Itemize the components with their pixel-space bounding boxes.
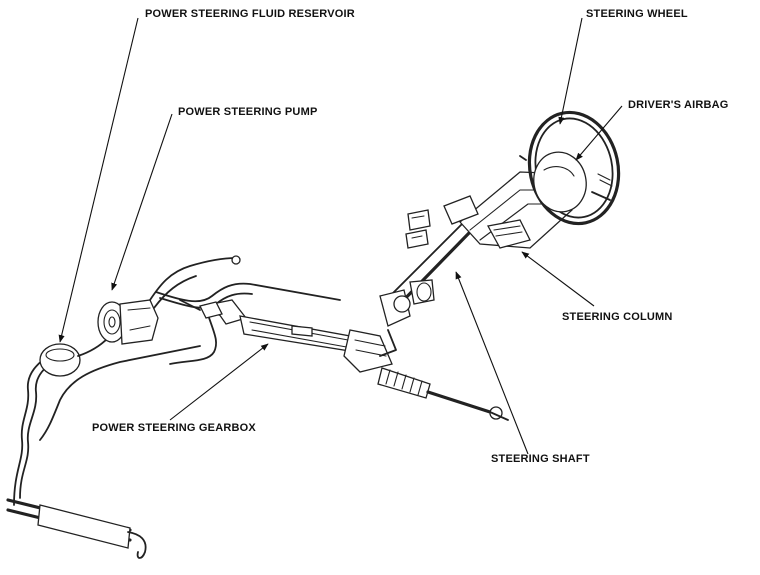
fluid-cooler [6, 345, 201, 559]
leader-lines [58, 17, 623, 455]
steering-gearbox [179, 299, 509, 421]
label-fluid-reservoir: POWER STEERING FLUID RESERVOIR [145, 8, 355, 20]
label-pump: POWER STEERING PUMP [178, 106, 318, 118]
fluid-reservoir [39, 337, 109, 377]
label-steering-column: STEERING COLUMN [562, 311, 673, 323]
label-drivers-airbag: DRIVER'S AIRBAG [628, 99, 729, 111]
label-steering-wheel: STEERING WHEEL [586, 8, 688, 20]
power-steering-pump [97, 255, 241, 345]
label-steering-shaft: STEERING SHAFT [491, 453, 590, 465]
steering-shaft-part [379, 221, 472, 357]
label-gearbox: POWER STEERING GEARBOX [92, 422, 256, 434]
